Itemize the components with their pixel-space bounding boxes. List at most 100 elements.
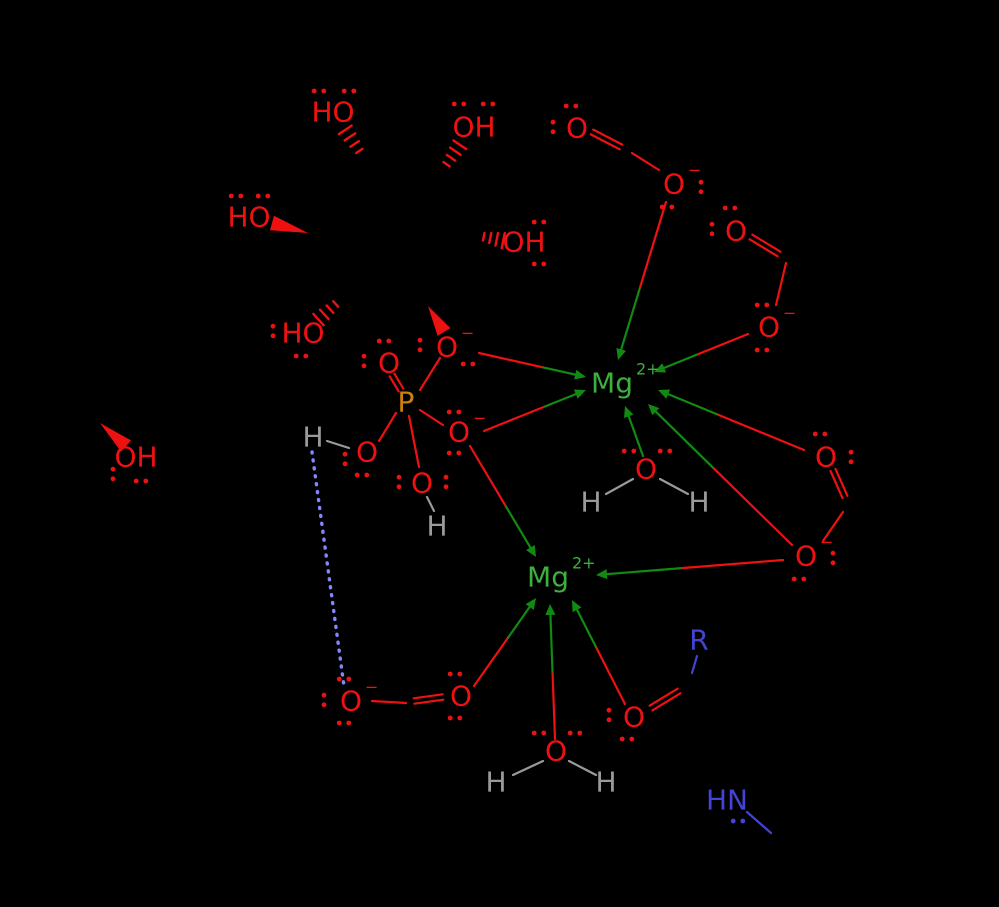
lone-pair-dot	[443, 484, 449, 490]
carboxylate2-double	[748, 238, 779, 258]
hash-bond-ho5	[312, 312, 325, 327]
lone-pair-dot	[457, 715, 463, 721]
lone-pair-dot	[451, 101, 457, 107]
lone-pair-dot	[311, 88, 317, 94]
coord-amideo-to-mg2	[574, 606, 597, 648]
lone-pair-dot	[606, 717, 612, 723]
lone-pair-dot	[764, 302, 770, 308]
lone-pair-dot	[563, 103, 569, 109]
carboxylate1-double-o: O	[566, 112, 588, 145]
coord-water1-to-mg1-arrowhead	[624, 406, 634, 419]
hash-bond-oh4	[494, 231, 500, 247]
lone-pair-dot	[342, 451, 348, 457]
water1-o: O	[635, 453, 657, 486]
carboxylate4-double	[412, 693, 444, 700]
lone-pair-dot	[143, 478, 149, 484]
carboxylate1-o-minus: O	[663, 168, 685, 201]
lone-pair-dot	[629, 736, 635, 742]
lone-pair-dot	[531, 261, 537, 267]
hydroxyl-ho-5: HO	[281, 317, 324, 350]
coord-carboxylate3ominus-to-mg2-arrowhead	[596, 569, 608, 580]
carboxylate2-o-minus: O	[758, 311, 780, 344]
lone-pair-dot	[461, 101, 467, 107]
water2-o: O	[545, 735, 567, 768]
lone-pair-dot	[346, 720, 352, 726]
lone-pair-dot	[346, 676, 352, 682]
lone-pair-dot	[321, 692, 327, 698]
hash-bond-oh1	[354, 147, 364, 155]
coord-carboxylate3ominus-to-mg1-arrowhead	[648, 404, 660, 416]
lone-pair-dot	[848, 459, 854, 465]
hash-bond-oh2	[442, 160, 451, 168]
lone-pair-dot	[550, 129, 556, 135]
lone-pair-dot	[659, 204, 665, 210]
hash-bond-oh1	[349, 139, 361, 148]
lone-pair-dot	[732, 205, 738, 211]
lone-pair-dot	[631, 448, 637, 454]
lone-pair-dot	[460, 361, 466, 367]
lone-pair-dot	[698, 189, 704, 195]
lone-pair-dot	[822, 431, 828, 437]
bond-h-oh	[325, 439, 351, 450]
hydroxyl-oh-4: OH	[502, 226, 545, 259]
lone-pair-dot	[791, 576, 797, 582]
lone-pair-dot	[417, 337, 423, 343]
hydrogen-bond	[310, 450, 346, 688]
carboxylate4-single	[370, 699, 408, 705]
lone-pair-dot	[722, 205, 728, 211]
carboxylate2-double-o: O	[725, 215, 747, 248]
magnesium-1-charge: 2+	[636, 360, 660, 379]
coord-phosphateo-to-mg1-arrowhead	[573, 389, 586, 399]
bond-p-oh2	[407, 414, 421, 469]
lone-pair-dot	[361, 353, 367, 359]
lone-pair-dot	[764, 347, 770, 353]
lone-pair-dot	[361, 363, 367, 369]
coord-carboxylate2-to-mg1	[660, 353, 698, 371]
lone-pair-dot	[336, 720, 342, 726]
water2-oh-left	[511, 759, 545, 777]
lone-pair-dot	[740, 818, 746, 824]
bond-p-double-o	[388, 375, 400, 393]
hash-bond-oh4	[481, 231, 486, 242]
hash-bond-oh2	[448, 146, 462, 157]
coord-phosphateo-to-mg2	[505, 505, 534, 552]
carboxylate3-o-minus: O	[795, 540, 817, 573]
carboxylate4-double-o: O	[450, 680, 472, 713]
phosphate-o-minus: O	[448, 416, 470, 449]
hash-bond-oh1	[343, 132, 357, 142]
magnesium-1: Mg	[591, 367, 633, 400]
carboxylate3-o-minus-charge: −	[820, 533, 833, 552]
lone-pair-dot	[457, 671, 463, 677]
bond-p-double-o	[393, 372, 405, 390]
lone-pair-dot	[606, 707, 612, 713]
coord-phosphateo-to-mg1	[544, 391, 580, 408]
lone-pair-dot	[443, 474, 449, 480]
lone-pair-dot	[354, 472, 360, 478]
wedge-bond-phosphate-ester	[428, 306, 451, 336]
phosphate-hydroxyl2-o: O	[411, 467, 433, 500]
wedge-bond-ho3	[269, 215, 308, 233]
carboxylate1-single	[630, 151, 661, 172]
lone-pair-dot	[336, 676, 342, 682]
lone-pair-dot	[376, 338, 382, 344]
hash-bond-oh2	[445, 153, 457, 162]
hash-bond-oh1	[337, 124, 353, 136]
lone-pair-dot	[364, 472, 370, 478]
wedge-bond-oh6	[100, 423, 131, 452]
lone-pair-dot	[321, 702, 327, 708]
carboxylate2-o-minus-charge: −	[783, 304, 796, 323]
lone-pair-dot	[351, 88, 357, 94]
phosphate-hydroxyl-o: O	[356, 436, 378, 469]
carboxylate4-double	[413, 698, 445, 705]
lone-pair-dot	[303, 353, 309, 359]
lone-pair-dot	[110, 476, 116, 482]
lone-pair-dot	[541, 730, 547, 736]
lone-pair-dot	[270, 333, 276, 339]
lone-pair-dot	[848, 449, 854, 455]
bond-p-oh	[377, 411, 398, 443]
carboxylate4-o-minus: O	[340, 685, 362, 718]
carboxylate3-double-o: O	[815, 441, 837, 474]
lone-pair-dot	[386, 338, 392, 344]
coord-carboxylate2-to-mg1-arrowhead	[654, 363, 667, 373]
lone-pair-dot	[417, 347, 423, 353]
